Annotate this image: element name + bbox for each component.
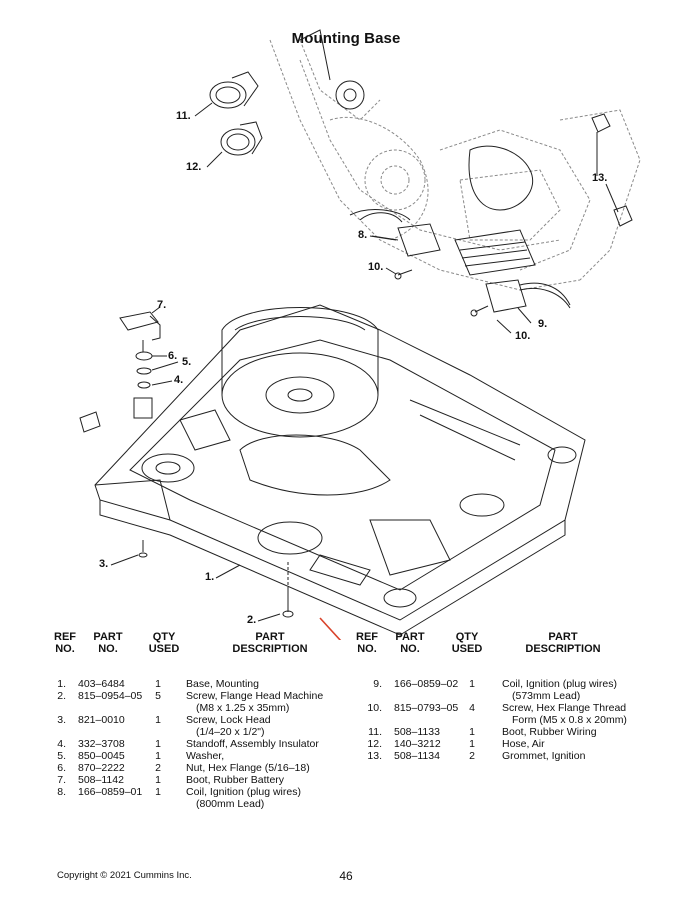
callout-11: 11. (176, 110, 191, 122)
page-title: Mounting Base (291, 30, 401, 47)
copyright-notice: Copyright © 2021 Cummins Inc. (57, 870, 192, 881)
arrow-pointer-icon (319, 617, 342, 640)
callout-7: 7. (157, 299, 167, 311)
callout-4: 4. (174, 374, 184, 386)
callout-13: 13. (592, 172, 608, 184)
callout-3: 3. (99, 558, 109, 570)
callout-9: 9. (538, 318, 548, 330)
callout-8: 8. (358, 229, 368, 241)
page-number: 46 (339, 869, 353, 883)
callout-10-lower: 10. (515, 330, 531, 342)
callout-10-upper: 10. (368, 261, 384, 273)
callout-5: 5. (182, 356, 192, 368)
callout-6: 6. (168, 350, 178, 362)
callout-2: 2. (247, 614, 257, 626)
callout-12: 12. (186, 161, 202, 173)
callout-1: 1. (205, 571, 215, 583)
exploded-parts-drawing (79, 29, 641, 640)
